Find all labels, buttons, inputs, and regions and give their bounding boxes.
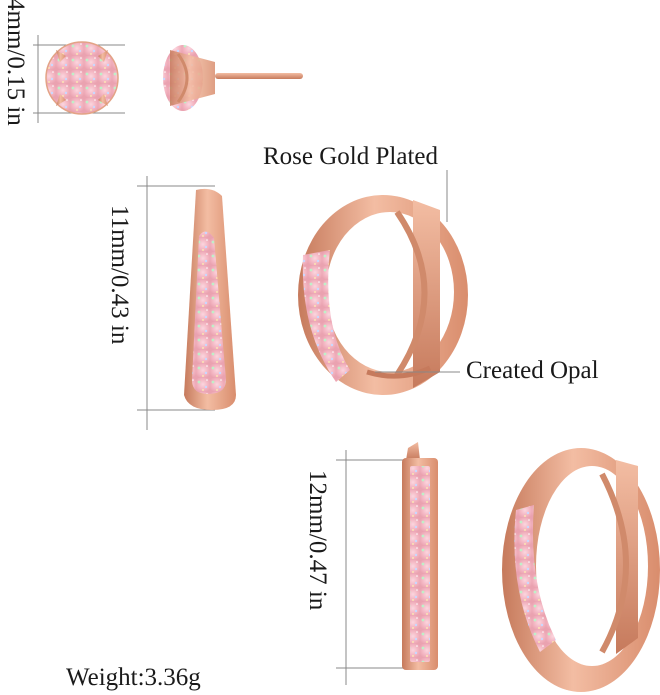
stud-earring-side	[163, 45, 303, 111]
huggie-earring-profile	[402, 442, 438, 670]
huggie-size-label: 12mm/0.47 in	[304, 470, 331, 611]
spike-size-label: 11mm/0.43 in	[106, 205, 133, 345]
spike-earring-profile	[184, 188, 236, 410]
stone-label: Created Opal	[466, 357, 599, 384]
opal-hoop-earring	[298, 195, 468, 395]
callout-lines	[375, 170, 460, 373]
plating-label: Rose Gold Plated	[263, 143, 438, 170]
stud-size-label: 4mm/0.15 in	[2, 0, 29, 126]
huggie-dimension-guides	[336, 450, 404, 685]
stud-earring-front	[45, 41, 119, 115]
huggie-hoop-earring	[502, 448, 660, 692]
spike-dimension-guides	[137, 176, 215, 430]
weight-label: Weight:3.36g	[66, 664, 201, 691]
